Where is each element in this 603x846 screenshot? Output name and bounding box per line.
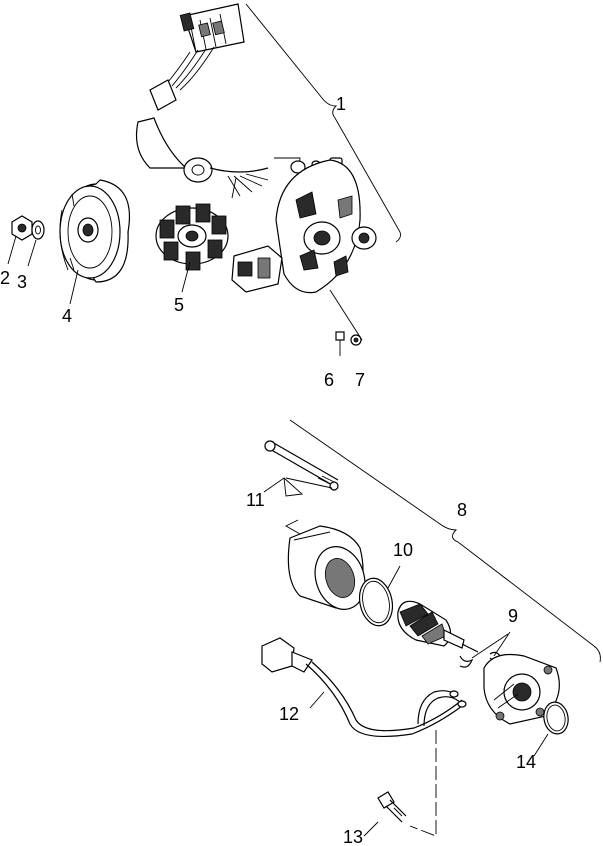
callout-labels: 1 2 3 4 5 6 7 8 9 10 11 12 13 14 [0, 94, 536, 846]
stator-plate [275, 159, 361, 294]
callout-8: 8 [457, 500, 467, 520]
end-cover [483, 653, 560, 725]
callout-13: 13 [343, 827, 363, 846]
leader-14 [533, 733, 549, 757]
seal [351, 226, 377, 250]
motor-housing [287, 525, 366, 610]
flywheel-nut-washer [11, 215, 45, 241]
callout-2: 2 [0, 268, 10, 288]
leader-11b [285, 477, 333, 489]
callout-5: 5 [174, 295, 184, 315]
leader-11 [263, 477, 304, 497]
callout-12: 12 [279, 704, 299, 724]
leader-4 [69, 269, 79, 305]
leader-6-7 [329, 289, 363, 341]
pulser-coil [231, 245, 283, 293]
callout-14: 14 [516, 752, 536, 772]
o-ring-10 [358, 577, 394, 627]
flywheel [59, 179, 130, 283]
bracket-group-8 [289, 419, 601, 663]
callout-9: 9 [508, 606, 518, 626]
callout-11: 11 [246, 490, 265, 510]
lower-assembly [261, 419, 601, 837]
screw-and-washer [335, 331, 362, 356]
leader-3 [27, 239, 37, 267]
callout-6: 6 [324, 370, 334, 390]
o-ring-14 [543, 701, 569, 735]
wire-connector [179, 3, 245, 53]
leader-2 [7, 235, 17, 265]
wire-bundle [135, 46, 269, 199]
callout-3: 3 [17, 272, 27, 292]
callout-4: 4 [62, 306, 72, 326]
callout-10: 10 [393, 540, 413, 560]
upper-assembly [7, 3, 401, 356]
leader-5 [181, 261, 191, 293]
fixing-screw [377, 791, 407, 823]
callout-1: 1 [336, 94, 346, 114]
leader-12 [309, 691, 325, 709]
callout-7: 7 [355, 370, 365, 390]
zigzag-11 [285, 519, 301, 535]
bracket-group-1 [245, 3, 401, 243]
leader-13 [363, 821, 379, 837]
stator [155, 203, 229, 271]
starter-cable [261, 637, 467, 738]
leader-10 [387, 565, 401, 589]
armature [397, 600, 479, 653]
assembly-dashline [409, 730, 437, 837]
through-bolts [264, 440, 339, 491]
